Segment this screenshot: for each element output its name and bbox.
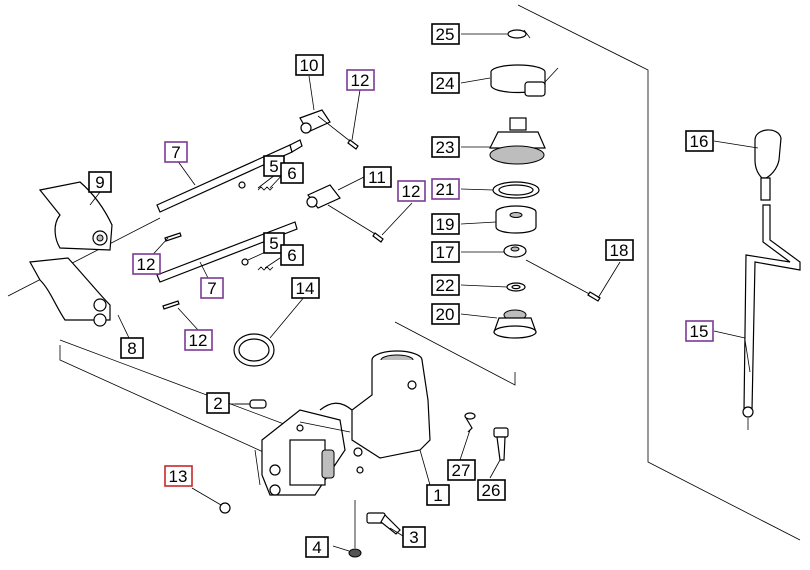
- callout-23: 23: [431, 136, 460, 158]
- callout-6-lower: 6: [280, 244, 304, 266]
- washer-22: [506, 282, 526, 292]
- arm-11: [306, 184, 384, 243]
- svg-text:23: 23: [436, 138, 455, 157]
- fork-8: [29, 257, 111, 327]
- svg-text:12: 12: [402, 182, 421, 201]
- callout-12-d: 12: [184, 329, 213, 351]
- ring-21: [492, 181, 540, 199]
- svg-text:14: 14: [296, 279, 315, 298]
- callout-17: 17: [431, 241, 460, 263]
- shift-rod-lower: [156, 221, 298, 283]
- svg-text:19: 19: [436, 215, 455, 234]
- callout-1: 1: [426, 484, 450, 506]
- svg-text:25: 25: [436, 25, 455, 44]
- svg-text:20: 20: [436, 305, 455, 324]
- clip-25: [507, 29, 531, 39]
- callout-2: 2: [206, 392, 230, 414]
- callout-12-b: 12: [397, 180, 426, 202]
- callout-9: 9: [88, 171, 112, 193]
- svg-text:17: 17: [436, 243, 455, 262]
- bolt-26: [493, 427, 509, 461]
- callout-16: 16: [685, 130, 714, 152]
- shift-rod-upper: [156, 139, 303, 213]
- detent-lower: [241, 258, 274, 271]
- svg-text:22: 22: [436, 276, 455, 295]
- svg-text:10: 10: [300, 56, 319, 75]
- svg-text:12: 12: [351, 71, 370, 90]
- svg-text:9: 9: [95, 173, 104, 192]
- svg-text:6: 6: [287, 164, 296, 183]
- svg-text:12: 12: [189, 331, 208, 350]
- callout-4: 4: [305, 536, 329, 558]
- ball-17: [503, 244, 601, 302]
- svg-text:4: 4: [312, 538, 321, 557]
- shift-knob: [754, 129, 782, 201]
- callout-labels: 1 2 3 4 5 5 6 6 7 7 8 9 10 11 12 12 12 1…: [88, 23, 714, 558]
- seal-20: [493, 309, 537, 339]
- svg-text:15: 15: [690, 322, 709, 341]
- callout-27: 27: [447, 459, 476, 481]
- svg-text:6: 6: [287, 246, 296, 265]
- svg-text:27: 27: [452, 461, 471, 480]
- callout-14: 14: [291, 277, 320, 299]
- gasket-14: [233, 333, 275, 367]
- svg-text:18: 18: [610, 241, 629, 260]
- selector-block: [261, 409, 364, 496]
- callout-8: 8: [120, 337, 144, 359]
- svg-text:26: 26: [482, 481, 501, 500]
- bolt-3: [366, 512, 401, 535]
- boot-23: [489, 117, 546, 165]
- callout-5-lower: 5: [263, 232, 285, 254]
- shift-lever: [742, 204, 801, 430]
- callout-20: 20: [431, 303, 460, 325]
- svg-text:1: 1: [433, 486, 442, 505]
- callout-22: 22: [431, 274, 460, 296]
- svg-text:8: 8: [127, 339, 136, 358]
- nut-4: [348, 500, 362, 558]
- svg-text:12: 12: [137, 255, 156, 274]
- housing-1: [319, 350, 431, 459]
- callout-7-lower: 7: [200, 277, 224, 299]
- svg-text:24: 24: [436, 74, 455, 93]
- collar-19: [495, 205, 537, 234]
- oring-13: [219, 502, 231, 514]
- svg-text:5: 5: [269, 157, 278, 176]
- leader-lines: [89, 33, 759, 552]
- callout-12-a: 12: [346, 69, 375, 91]
- svg-text:7: 7: [207, 279, 216, 298]
- svg-text:21: 21: [436, 180, 455, 199]
- callout-19: 19: [431, 213, 460, 235]
- arm-10: [299, 109, 359, 150]
- callout-11: 11: [363, 166, 392, 188]
- callout-12-c: 12: [132, 253, 161, 275]
- fork-9: [38, 181, 113, 251]
- callout-26: 26: [477, 479, 506, 501]
- callout-15: 15: [685, 320, 714, 342]
- callout-6-upper: 6: [280, 162, 304, 184]
- svg-text:16: 16: [690, 132, 709, 151]
- washer-27: [464, 412, 476, 433]
- svg-text:2: 2: [213, 394, 222, 413]
- svg-text:11: 11: [368, 168, 386, 187]
- callout-3: 3: [402, 526, 426, 548]
- svg-text:7: 7: [171, 143, 180, 162]
- detent-upper: [238, 181, 274, 191]
- callout-18: 18: [605, 239, 634, 261]
- callout-25: 25: [431, 23, 460, 45]
- callout-10: 10: [295, 54, 324, 76]
- callout-7-upper: 7: [164, 141, 188, 163]
- svg-text:3: 3: [409, 528, 418, 547]
- band-24: [490, 64, 559, 97]
- svg-text:13: 13: [169, 467, 188, 486]
- callout-21: 21: [431, 178, 460, 200]
- callout-24: 24: [431, 72, 460, 94]
- reference-frame-lines: [7, 4, 801, 541]
- callout-13: 13: [164, 465, 193, 487]
- svg-text:5: 5: [269, 234, 278, 253]
